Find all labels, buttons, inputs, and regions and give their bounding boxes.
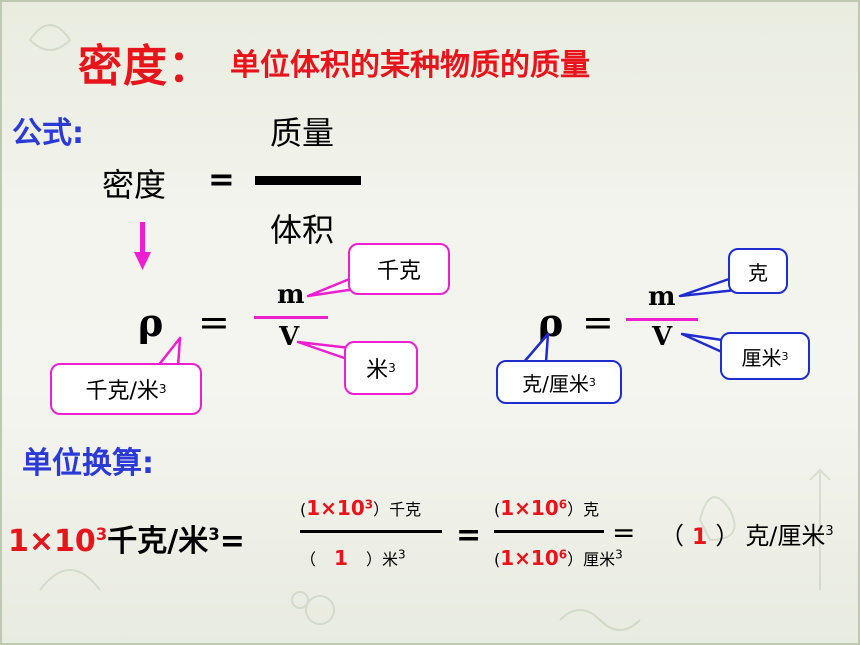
fraction1-numerator: (1×103）千克 <box>300 496 422 520</box>
equals-si: = <box>198 300 230 344</box>
fraction-bar-si <box>254 316 328 319</box>
fraction-bar-cgs <box>626 318 698 321</box>
callout-mass-kg: 千克 <box>348 243 450 295</box>
fraction1-denominator: （1）米3 <box>300 546 406 570</box>
word-denominator: 体积 <box>270 211 335 249</box>
fraction1-bar <box>300 530 442 533</box>
rho-cgs: ρ <box>538 300 564 345</box>
conversion-equals-3: = <box>612 516 636 549</box>
equals-cgs: = <box>582 300 614 344</box>
conversion-equals-2: = <box>456 518 482 553</box>
conversion-label: 单位换算: <box>22 446 154 481</box>
callout-mass-g: 克 <box>728 248 788 294</box>
fraction2-denominator: (1×106）厘米3 <box>494 546 623 570</box>
word-fraction-bar <box>255 176 361 185</box>
density-term: 密度： <box>78 41 213 92</box>
word-numerator: 质量 <box>270 114 335 152</box>
rho-si: ρ <box>138 300 164 345</box>
mass-symbol-cgs: m <box>648 282 676 312</box>
mass-symbol-si: m <box>277 280 305 310</box>
density-definition: 单位体积的某种物质的质量 <box>230 48 590 83</box>
fraction2-numerator: (1×106）克 <box>494 496 600 520</box>
fraction2-bar <box>494 530 604 533</box>
formula-label: 公式: <box>12 116 84 151</box>
word-lhs: 密度 <box>102 166 167 204</box>
volume-symbol-cgs: V <box>652 322 673 352</box>
conversion-lhs: 1×103千克/米3= <box>8 524 245 559</box>
word-equals: = <box>208 160 235 198</box>
down-arrow-icon <box>134 222 151 270</box>
volume-symbol-si: V <box>279 322 300 352</box>
conversion-result: （1）克/厘米3 <box>660 522 834 550</box>
